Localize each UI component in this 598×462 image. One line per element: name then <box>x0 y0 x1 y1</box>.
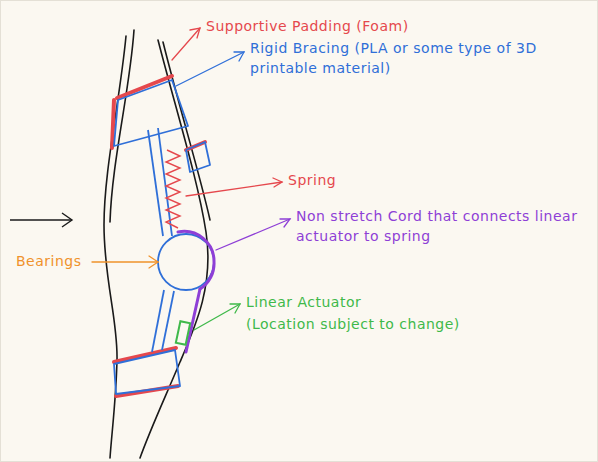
direction-arrow <box>10 213 72 227</box>
spring <box>166 150 180 228</box>
non-stretch-cord <box>178 231 214 352</box>
callout-label: Spring <box>288 170 336 190</box>
linear-actuator <box>176 321 190 345</box>
callout-label: Linear Actuator <box>246 292 361 312</box>
foam-padding <box>112 76 205 396</box>
callout-label: Bearings <box>16 251 82 271</box>
callout-label: (Location subject to change) <box>246 314 460 334</box>
callout-label: Supportive Padding (Foam) <box>206 16 409 36</box>
callout-label: Rigid Bracing (PLA or some type of 3D pr… <box>250 38 570 79</box>
rigid-bracing <box>114 80 210 394</box>
callout-label: Non stretch Cord that connects linear ac… <box>296 206 586 247</box>
leg-outline <box>104 30 210 458</box>
